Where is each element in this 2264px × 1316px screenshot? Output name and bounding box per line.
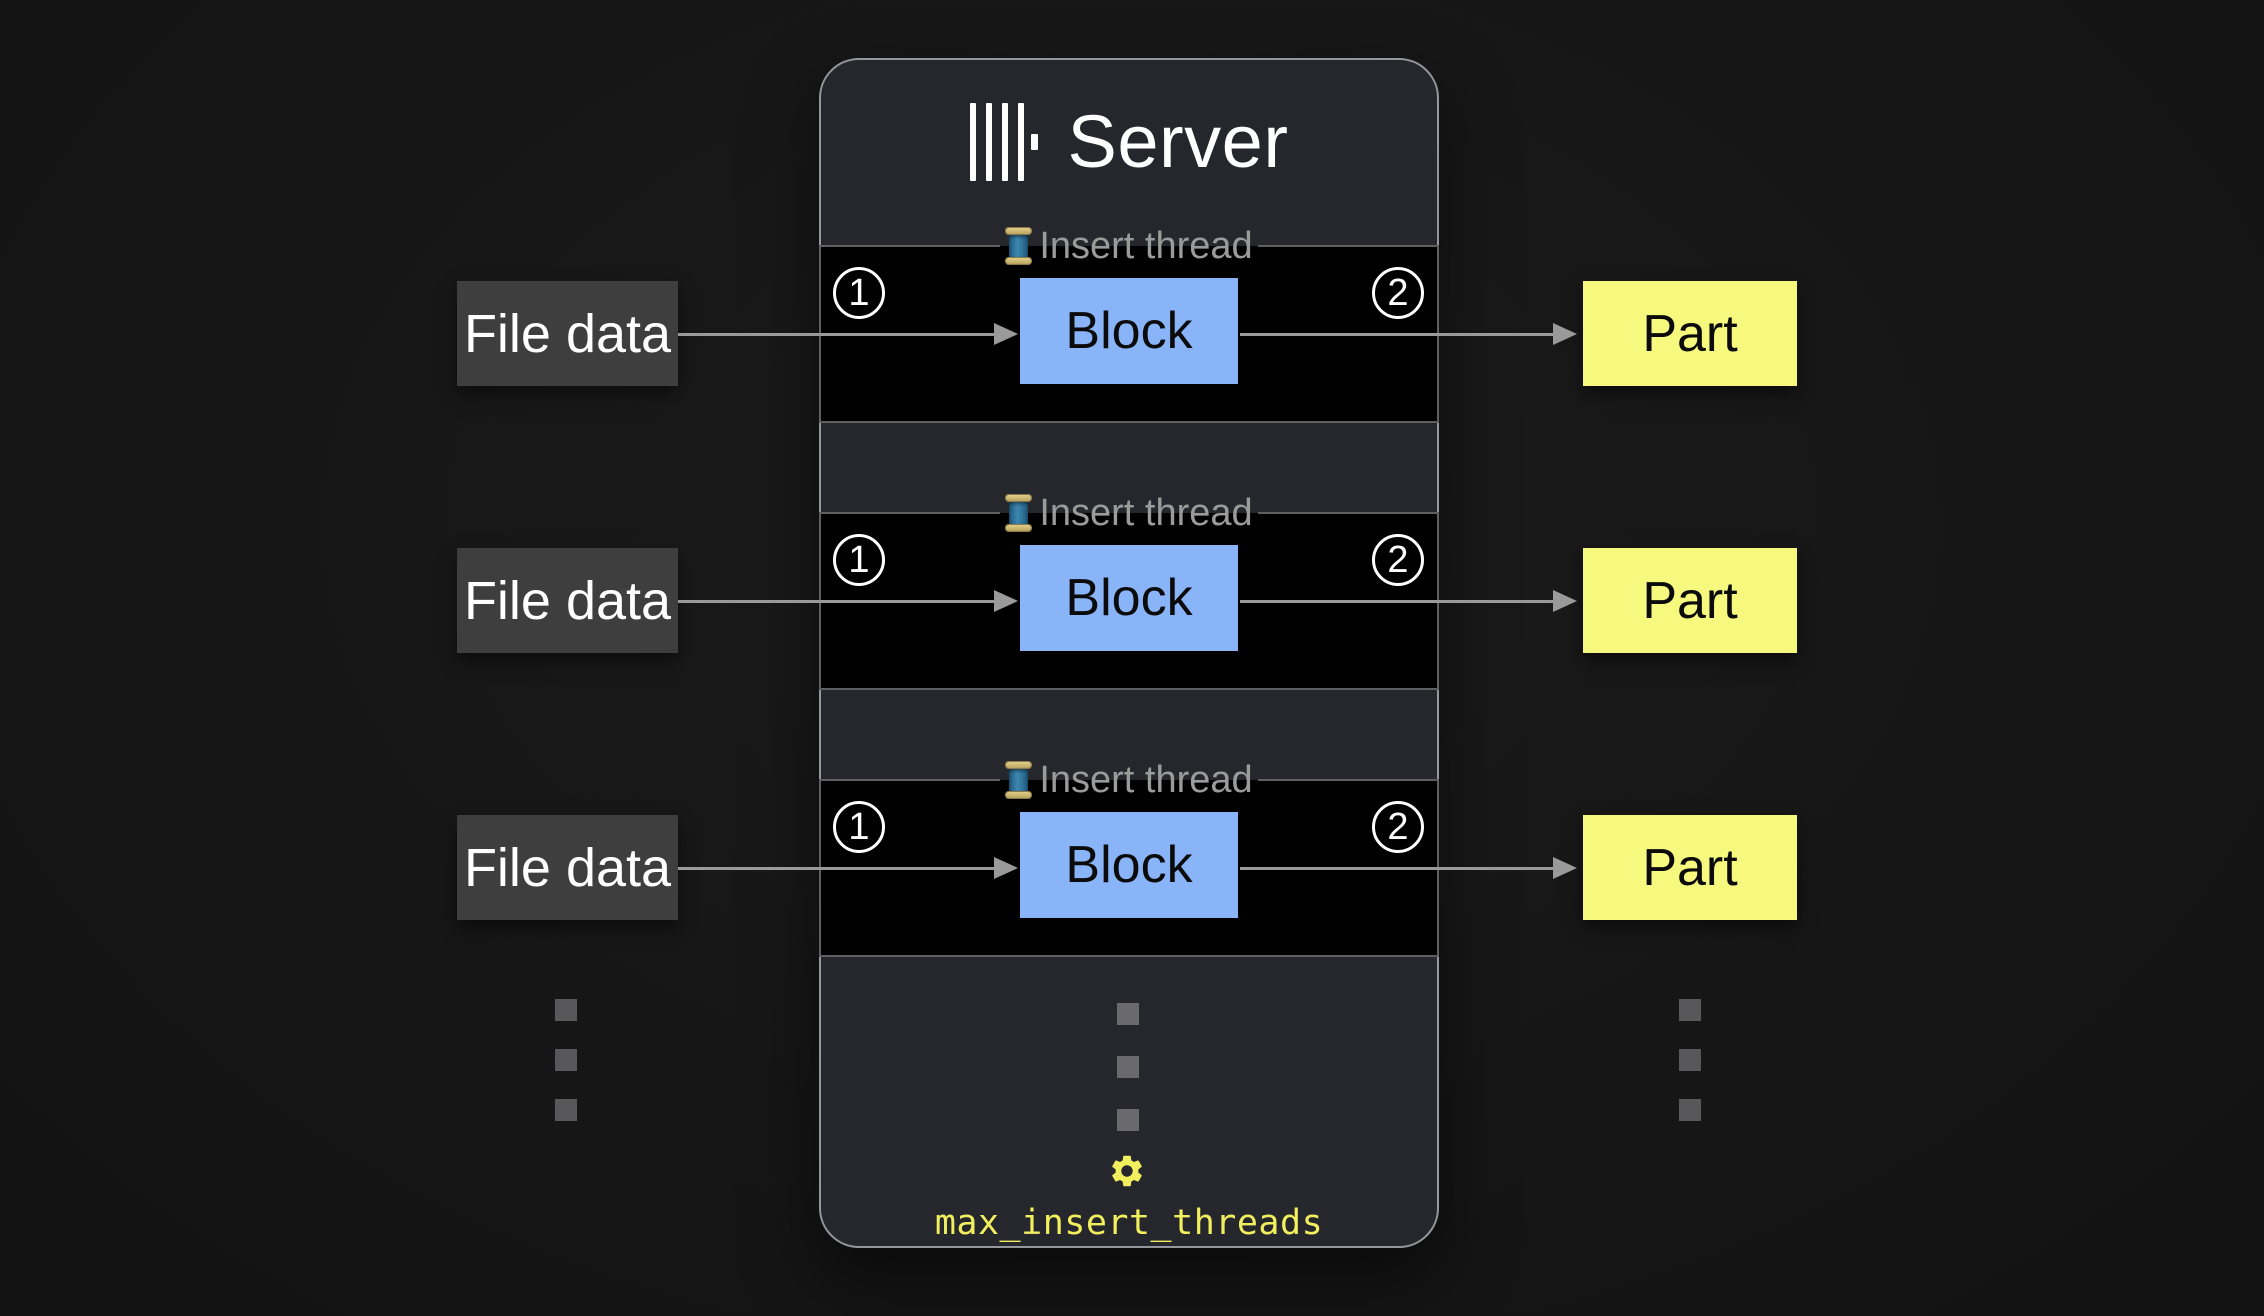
block-box: Block (1020, 545, 1238, 651)
file-data-box: File data (457, 815, 678, 920)
legend-line-segment (1257, 512, 1439, 514)
insert-thread-label: Insert thread (1039, 225, 1253, 267)
legend-line-segment (1257, 779, 1439, 781)
ellipsis-dot (555, 1099, 577, 1121)
legend-line-segment (819, 779, 1001, 781)
clickhouse-logo-icon (969, 103, 1038, 181)
thread-spool-icon (1005, 227, 1033, 265)
step-2-badge: 2 (1372, 267, 1424, 319)
file-data-box: File data (457, 281, 678, 386)
thread-spool-icon (1005, 494, 1033, 532)
insert-thread-row: Insert thread 1 2 Block File data Part (0, 227, 2264, 423)
server-title: Server (1067, 100, 1289, 183)
ellipsis-dot (555, 1049, 577, 1071)
file-data-box: File data (457, 548, 678, 653)
ellipsis-dots-file-data (555, 999, 577, 1121)
step-1-badge: 1 (833, 267, 885, 319)
step-1-badge: 1 (833, 801, 885, 853)
ellipsis-dot (1117, 1003, 1139, 1025)
insert-thread-legend: Insert thread (819, 226, 1439, 266)
legend-content: Insert thread (1000, 227, 1257, 265)
ellipsis-dots-part (1679, 999, 1701, 1121)
step-2-badge: 2 (1372, 534, 1424, 586)
part-box: Part (1583, 815, 1797, 920)
gear-icon (1112, 1155, 1142, 1187)
server-header: Server (821, 94, 1437, 190)
thread-spool-icon (1005, 761, 1033, 799)
insert-thread-legend: Insert thread (819, 493, 1439, 533)
ellipsis-dot (1679, 1099, 1701, 1121)
ellipsis-dot (1679, 999, 1701, 1021)
insert-thread-row: Insert thread 1 2 Block File data Part (0, 761, 2264, 957)
part-box: Part (1583, 281, 1797, 386)
block-box: Block (1020, 278, 1238, 384)
insert-thread-label: Insert thread (1039, 492, 1253, 534)
ellipsis-dot (1117, 1109, 1139, 1131)
step-1-badge: 1 (833, 534, 885, 586)
legend-line-segment (819, 512, 1001, 514)
step-2-badge: 2 (1372, 801, 1424, 853)
ellipsis-dot (1117, 1056, 1139, 1078)
legend-content: Insert thread (1000, 494, 1257, 532)
insert-thread-label: Insert thread (1039, 759, 1253, 801)
setting-label: max_insert_threads (934, 1203, 1324, 1243)
legend-line-segment (819, 245, 1001, 247)
legend-content: Insert thread (1000, 761, 1257, 799)
legend-line-segment (1257, 245, 1439, 247)
ellipsis-dot (1679, 1049, 1701, 1071)
ellipsis-dot (555, 999, 577, 1021)
block-box: Block (1020, 812, 1238, 918)
ellipsis-dots-server (1117, 1003, 1139, 1131)
insert-thread-row: Insert thread 1 2 Block File data Part (0, 494, 2264, 690)
insert-thread-legend: Insert thread (819, 760, 1439, 800)
part-box: Part (1583, 548, 1797, 653)
